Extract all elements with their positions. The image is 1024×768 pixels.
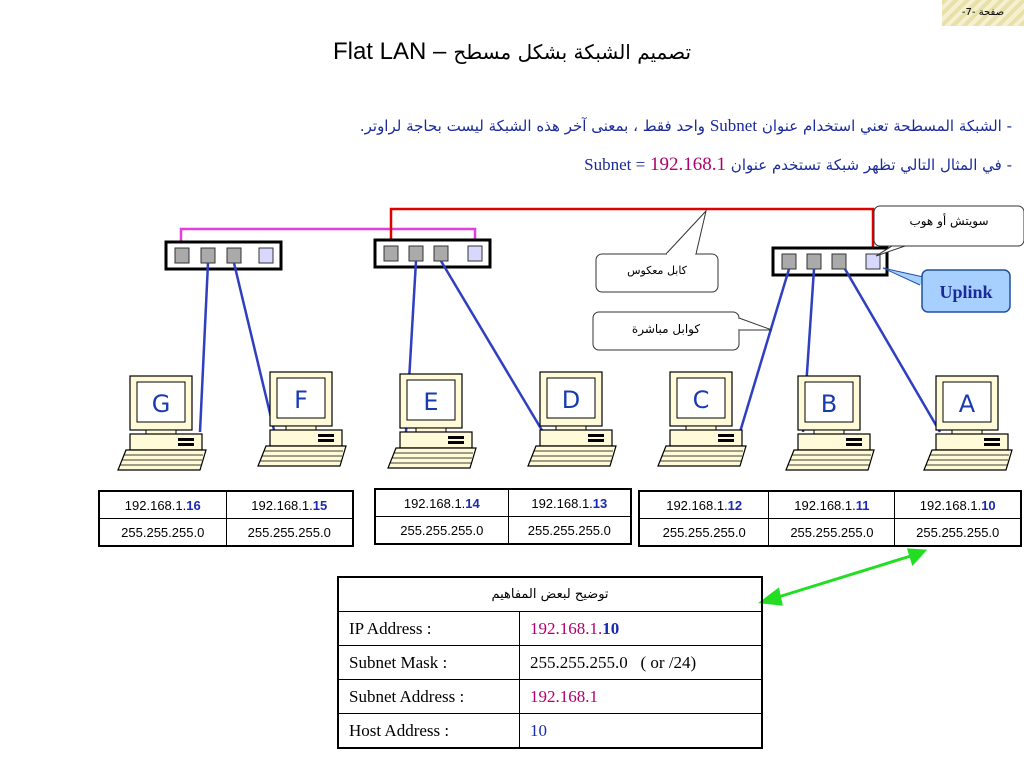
crossover-cable-red (389, 207, 875, 260)
ip-cell-g: 192.168.1.16 (98, 490, 227, 519)
concepts-legend-table: توضيح لبعض المفاهيم IP Address : 192.168… (337, 576, 763, 749)
computer-label: B (821, 390, 837, 418)
title-arabic: تصميم الشبكة بشكل مسطح (453, 40, 692, 64)
bullet-subnet-example: - في المثال التالي تظهر شبكة تستخدم عنوا… (584, 154, 1012, 175)
ip-cell-b: 192.168.1.11 (768, 490, 896, 519)
bullet-flat-lan-definition: - الشبكة المسطحة تعني استخدام عنوان Subn… (359, 116, 1012, 135)
callout-straight-text: كوابل مباشرة (631, 322, 701, 336)
computer-b: B (785, 375, 875, 471)
callout-switch-hub-text: سويتش أو هوب (909, 214, 989, 228)
switch-right (771, 246, 889, 277)
computer-label: G (152, 390, 171, 418)
callout-crossover (595, 253, 719, 293)
legend-header: توضيح لبعض المفاهيم (337, 576, 763, 612)
computer-label: F (294, 386, 308, 414)
mask-cell-e: 255.255.255.0 (374, 516, 509, 545)
computer-a: A (923, 375, 1013, 471)
green-double-arrow (758, 548, 928, 606)
legend-row-ip: IP Address : 192.168.1.10 (337, 611, 763, 646)
callout-switch-hub (873, 205, 1024, 257)
ip-cell-e: 192.168.1.14 (374, 488, 509, 517)
title-english: Flat LAN – (332, 38, 447, 65)
computer-g: G (117, 375, 207, 471)
legend-row-mask: Subnet Mask : 255.255.255.0 ( or /24) (337, 645, 763, 680)
switch-left (164, 240, 283, 271)
computer-label: D (562, 386, 580, 414)
computer-label: C (693, 386, 710, 414)
computer-d: D (527, 371, 617, 467)
computer-e: E (387, 373, 477, 469)
mask-cell-g: 255.255.255.0 (98, 518, 227, 547)
ip-cell-a: 192.168.1.10 (894, 490, 1022, 519)
callout-crossover-text: كابل معكوس (627, 264, 687, 277)
legend-row-host: Host Address : 10 (337, 713, 763, 749)
mask-cell-c: 255.255.255.0 (638, 518, 770, 547)
mask-cell-b: 255.255.255.0 (768, 518, 896, 547)
ip-table-group-2: 192.168.1.14 192.168.1.13 255.255.255.0 … (374, 488, 632, 545)
computer-c: C (657, 371, 747, 467)
uplink-label-box (921, 269, 1011, 313)
computer-label: E (423, 388, 438, 416)
ip-cell-c: 192.168.1.12 (638, 490, 770, 519)
ip-table-group-3: 192.168.1.12 192.168.1.11 192.168.1.10 2… (638, 490, 1022, 547)
mask-cell-a: 255.255.255.0 (894, 518, 1022, 547)
ip-cell-f: 192.168.1.15 (225, 490, 354, 519)
computer-label: A (959, 390, 976, 418)
ip-table-group-1: 192.168.1.16 192.168.1.15 255.255.255.0 … (98, 490, 354, 547)
slide-title: Flat LAN – تصميم الشبكة بشكل مسطح (0, 38, 1024, 66)
mask-cell-d: 255.255.255.0 (507, 516, 632, 545)
computer-f: F (257, 371, 347, 467)
switch-middle (373, 238, 492, 269)
page-number-tag: صفحة -7- (942, 0, 1024, 26)
legend-row-subnet: Subnet Address : 192.168.1 (337, 679, 763, 714)
mask-cell-f: 255.255.255.0 (225, 518, 354, 547)
uplink-label: Uplink (939, 282, 993, 302)
callout-straight (592, 311, 740, 351)
ip-cell-d: 192.168.1.13 (507, 488, 632, 517)
